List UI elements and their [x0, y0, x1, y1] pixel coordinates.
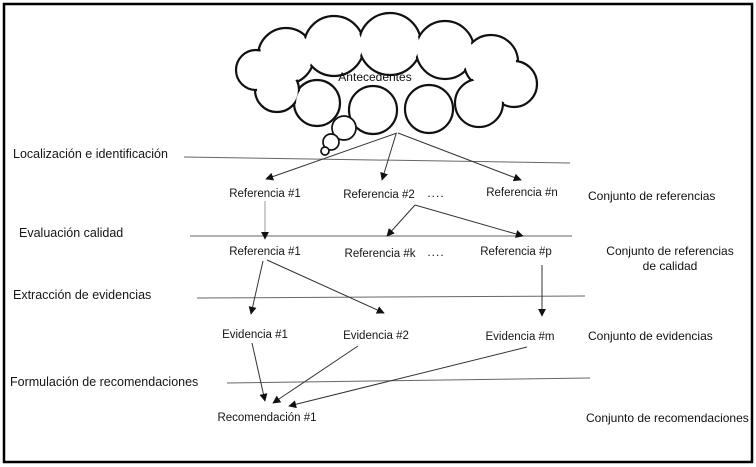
node-evidencia-2: Evidencia #2 [343, 330, 409, 342]
stage-label-extraccion: Extracción de evidencias [13, 288, 152, 302]
stage-divider-lines [183, 156, 591, 384]
stage-label-formulacion: Formulación de recomendaciones [10, 375, 199, 389]
node-referencia-k: Referencia #k [344, 248, 416, 260]
set-label-referencias-calidad: Conjunto de referencias de calidad [585, 244, 755, 274]
cloud-title: Antecedentes [338, 70, 412, 84]
node-referencia-p: Referencia #p [480, 246, 552, 258]
stage-label-localizacion: Localización e identificación [13, 147, 168, 161]
set-label-referencias-calidad-line2: de calidad [642, 259, 698, 273]
set-label-referencias-calidad-line1: Conjunto de referencias [606, 244, 734, 258]
node-recomendacion-1: Recomendación #1 [217, 412, 317, 424]
node-referencia-2: Referencia #2 [343, 189, 415, 201]
flow-arrows [248, 132, 546, 409]
set-label-recomendaciones: Conjunto de recomendaciones [586, 411, 749, 425]
stage-label-evaluacion: Evaluación calidad [19, 226, 124, 240]
node-evidencia-m: Evidencia #m [485, 331, 555, 343]
node-referencia-1-row2: Referencia #1 [229, 246, 301, 258]
ellipsis-row1: .... [427, 186, 445, 200]
node-evidencia-1: Evidencia #1 [222, 329, 288, 341]
ellipsis-row2: .... [427, 245, 445, 259]
node-referencia-n: Referencia #n [486, 187, 558, 199]
set-label-evidencias: Conjunto de evidencias [588, 329, 713, 343]
node-referencia-1-row1: Referencia #1 [229, 188, 301, 200]
set-label-referencias: Conjunto de referencias [588, 189, 716, 203]
cloud-fill [238, 15, 535, 132]
thought-bubbles-icon [320, 115, 357, 156]
